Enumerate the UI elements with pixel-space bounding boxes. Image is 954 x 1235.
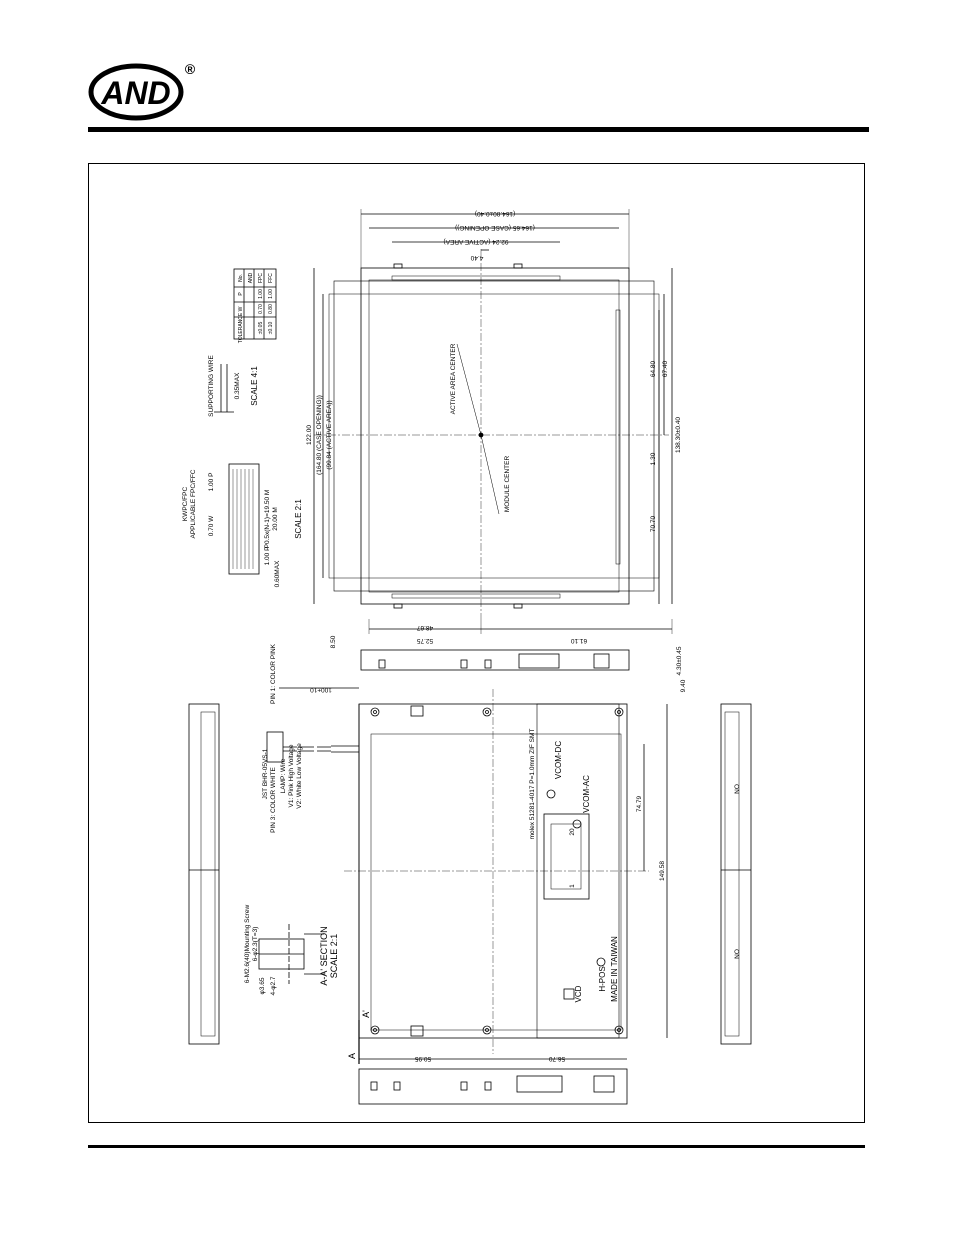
header-rule xyxy=(88,127,869,132)
wire-detail xyxy=(214,364,234,413)
left-side-view xyxy=(188,703,220,1045)
dim-bottom-left-a: 50.95 xyxy=(414,1055,431,1062)
dim-right-2: 67.40 xyxy=(662,360,669,377)
section-hole-note: 6-φ2.3(T=3) xyxy=(252,927,259,962)
table-row-and: AND xyxy=(248,272,254,283)
table-row-fpc-tol: ±0.05 xyxy=(258,322,264,335)
table-row-ffc-p: 1.00 xyxy=(268,289,274,299)
cable-length: 100±10 xyxy=(310,686,332,693)
dim-side-small: 8.50 xyxy=(330,635,337,648)
section-ref-a: A xyxy=(347,1053,357,1059)
section-scale: SCALE 2:1 xyxy=(329,934,339,979)
label-active-area-center: ACTIVE AREA CENTER xyxy=(450,343,457,414)
mechanical-drawing: (164.80±0.40) (164.65 (CASE OPENING)) 92… xyxy=(182,209,752,1105)
table-row-fpc-p: 1.00 xyxy=(258,289,264,299)
section-dim-b: 4-φ2.7 xyxy=(270,976,277,995)
table-row-ffc-tol: ±0.10 xyxy=(268,322,274,335)
drawing-frame: (164.80±0.40) (164.65 (CASE OPENING)) 92… xyxy=(88,163,865,1123)
vcom-ac-label: VCOM-AC xyxy=(582,775,591,813)
top-view xyxy=(313,209,673,634)
table-header-tol: TOLERANCE xyxy=(238,312,244,343)
dim-bottom-left-b: 52.75 xyxy=(416,637,433,644)
side-view-top xyxy=(360,649,630,671)
dim-case-opening-width: (164.65 (CASE OPENING)) xyxy=(455,224,535,231)
h-pos-label: H-POS xyxy=(598,966,607,991)
right-side-label-1: NO xyxy=(734,784,741,794)
dim-right-3: 1.30 xyxy=(650,452,657,465)
made-in-label: MADE IN TAIWAN xyxy=(610,936,619,1002)
section-detail xyxy=(258,924,324,984)
lamp-legend-3: V2: White Low Voltage xyxy=(296,743,303,809)
dim-bottom-right: 9.40 xyxy=(680,679,687,692)
dim-bottom-left-b: 56.70 xyxy=(548,1055,565,1062)
footer-rule xyxy=(88,1145,865,1148)
dim-right-1: 64.80 xyxy=(650,360,657,377)
table-header-p: P xyxy=(238,292,244,296)
and-logo: AND ® xyxy=(88,61,196,121)
table-row-fpc-w: 0.70 xyxy=(258,304,264,314)
table-row-fpc: FPC xyxy=(258,273,264,283)
dim-bottom-left: 48.67 xyxy=(416,624,433,631)
fpc-scale: SCALE 2:1 xyxy=(294,499,303,539)
section-dim-a: φ3.65 xyxy=(259,977,266,994)
section-title: A-A' SECTION xyxy=(319,926,329,985)
section-screw-note: 6-M2.6(40)Mounting Screw xyxy=(244,905,251,984)
wire-supporting-label: SUPPORTING WIRE xyxy=(208,355,215,417)
dim-right-4: 70.70 xyxy=(650,515,657,532)
fpc-dim-w: 0.70 W xyxy=(208,515,215,536)
fpc-dim-p: 1.00 P xyxy=(208,473,215,492)
vcom-dc-label: VCOM-DC xyxy=(554,741,563,779)
dim-bottom-half: 74.79 xyxy=(636,795,643,812)
fpc-subtitle: APPLICABLE FPC/FFC xyxy=(190,469,197,538)
connector-label: JST BHR-05VS-1 xyxy=(262,748,269,799)
pin-1-label: 1 xyxy=(569,884,576,888)
section-ref-a-prime: A' xyxy=(361,1010,371,1018)
tolerance-table xyxy=(233,268,277,340)
lamp-legend-1: LAMP: Wire xyxy=(280,758,287,793)
fpc-title: KWPC/FPC xyxy=(182,487,189,522)
side-view-bottom xyxy=(358,1068,628,1105)
table-header-w: W xyxy=(238,306,244,311)
dim-overall-width: (164.80±0.40) xyxy=(475,210,515,217)
dim-case-opening-height: (164.80 (CASE OPENING)) xyxy=(316,395,323,475)
fpc-dim-max: 0.60MAX xyxy=(274,560,281,587)
table-row-ffc-w: 0.80 xyxy=(268,304,274,314)
fpc-dim-m: 20.00 M xyxy=(272,507,279,531)
dim-bottom-height: 149.58 xyxy=(659,861,666,881)
wire-dim: 0.35MAX xyxy=(234,372,241,399)
fpc-connector-label: molex 51281-4017 P=1.0mm ZIF SMT xyxy=(529,729,536,840)
vcd-label: VCD xyxy=(574,985,583,1002)
dim-bottom-right: 61.10 xyxy=(570,637,587,644)
dim-active-area-width: 92.24 (ACTIVE AREA) xyxy=(443,238,508,245)
pin1-label: PIN 1: COLOR PINK xyxy=(270,643,277,704)
dim-right-total: 138.30±0.40 xyxy=(675,417,682,453)
registered-mark: ® xyxy=(185,61,196,77)
right-side-view xyxy=(720,703,752,1045)
logo-text: AND xyxy=(100,75,170,111)
right-side-label-2: NO xyxy=(734,949,741,959)
fpc-dim-pitch: P0.5x(N-1)=19.50 M xyxy=(264,490,271,549)
lamp-legend-2: V1: Pink High Voltage xyxy=(288,744,295,807)
dim-active-area-height: (99.84 (ACTIVE AREA)) xyxy=(326,400,333,469)
label-module-center: MODULE CENTER xyxy=(504,456,511,513)
dim-bottom-thick: 4.30±0.45 xyxy=(676,646,683,675)
pin3-label: PIN 3: COLOR WHITE xyxy=(270,766,277,832)
dim-overall-height: 122.00 xyxy=(306,425,313,445)
table-row-ffc: FFC xyxy=(268,273,274,283)
pin-20-label: 20 xyxy=(569,828,576,836)
dim-offset-top: 4.40 xyxy=(470,254,483,261)
fpc-detail xyxy=(228,463,260,575)
table-header-no: No. xyxy=(238,274,244,282)
bottom-view xyxy=(266,687,668,1064)
fpc-dim-p2: 1.00 P xyxy=(264,547,271,566)
wire-scale: SCALE 4:1 xyxy=(250,366,259,406)
